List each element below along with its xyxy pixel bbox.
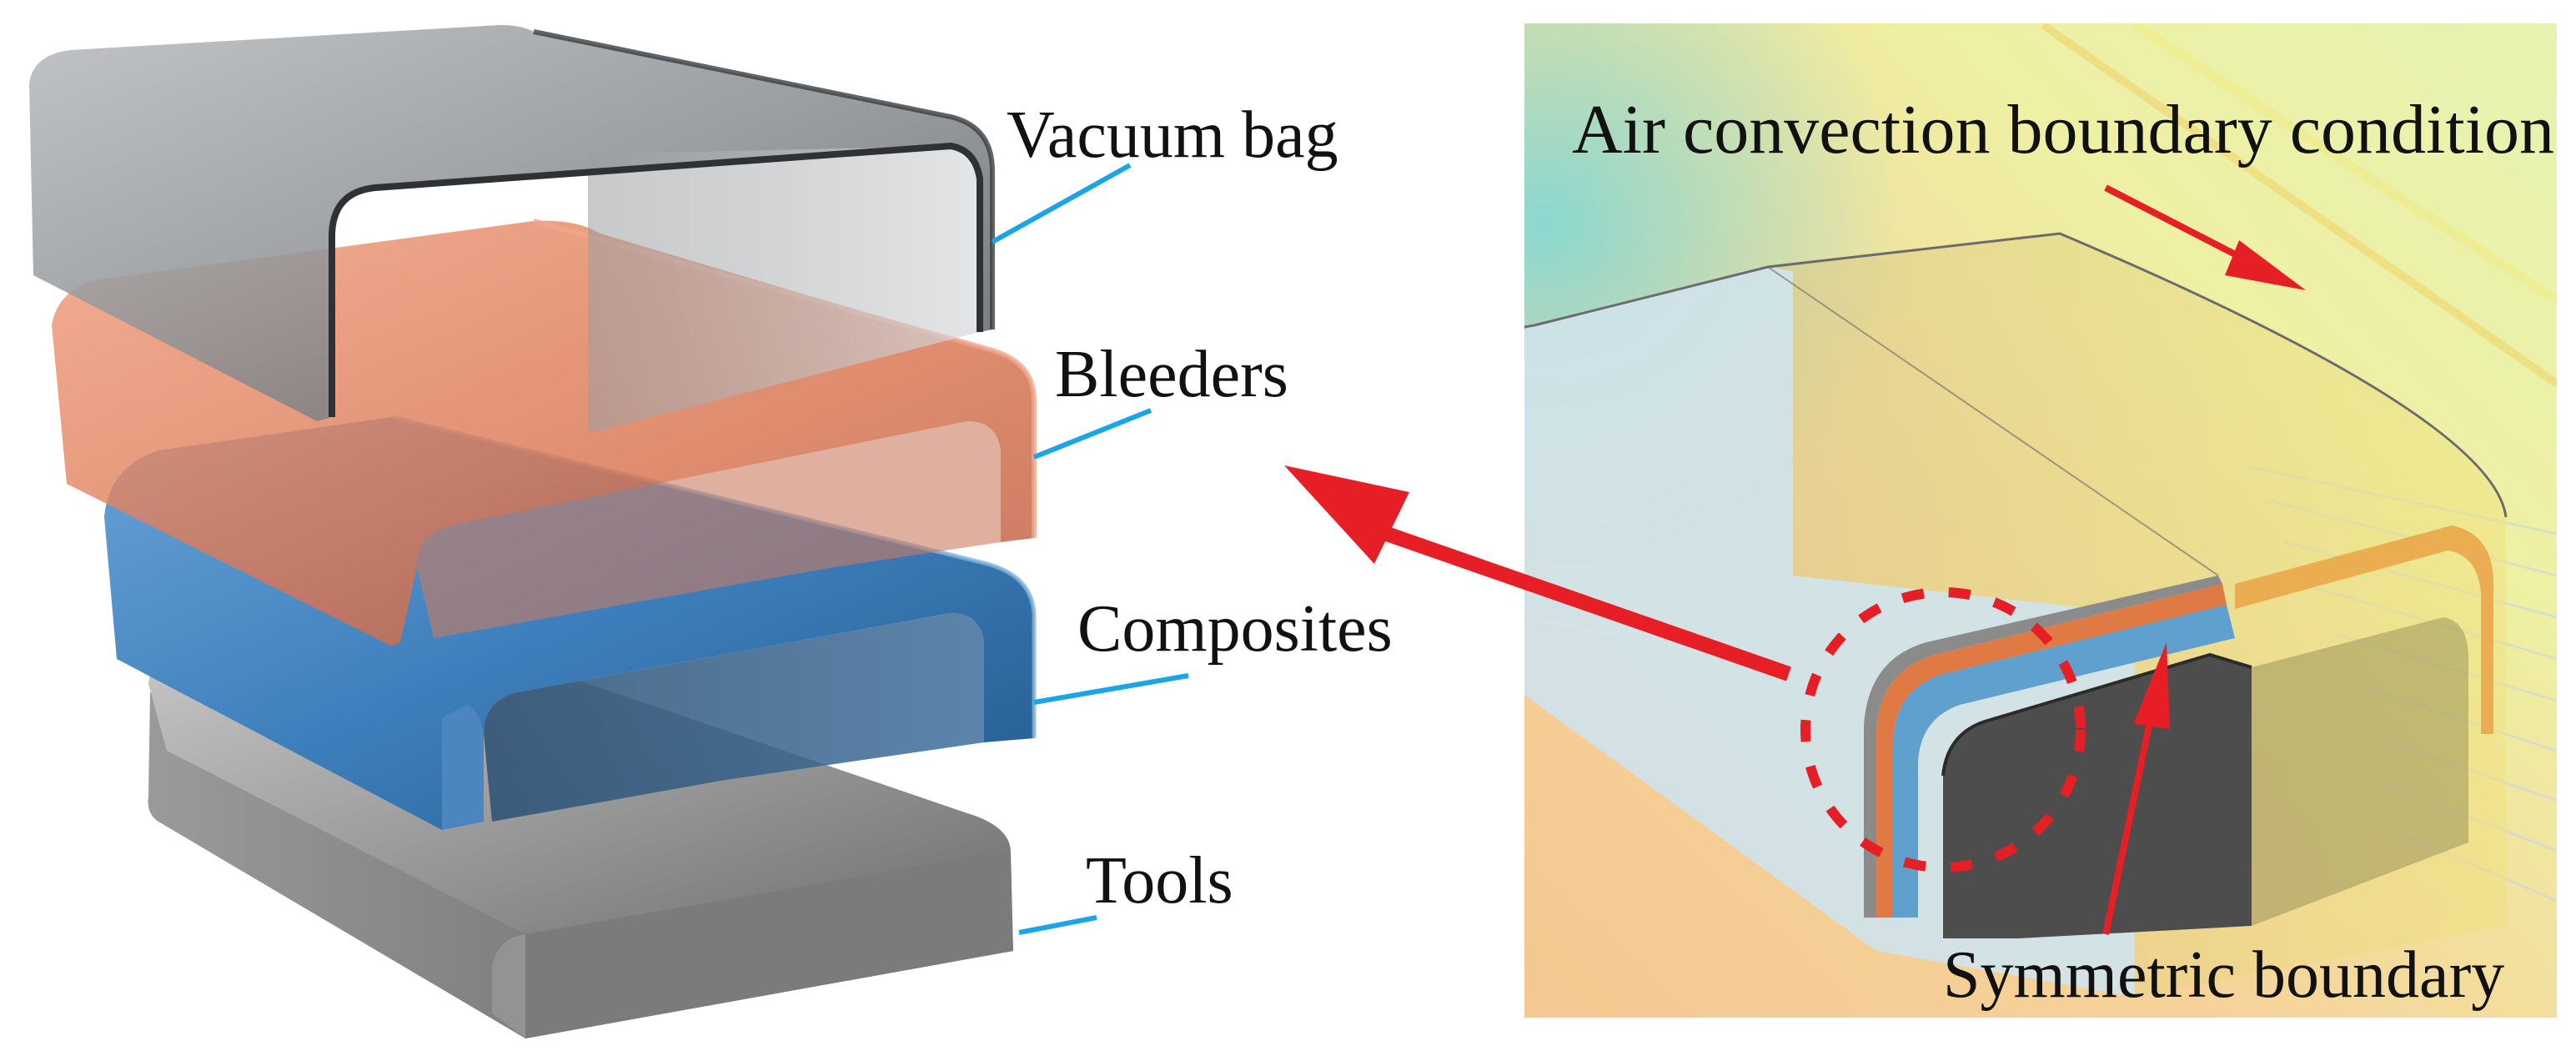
air-convection-label: Air convection boundary condition xyxy=(1572,91,2554,168)
vacuum-bag-leader xyxy=(991,163,1132,244)
region-highlight-circle xyxy=(1800,587,2086,872)
symmetric-boundary-label: Symmetric boundary xyxy=(1943,938,2504,1012)
tools-leader xyxy=(1018,915,1097,935)
bleeders-leader xyxy=(1032,408,1152,460)
vacuum-bag-label: Vacuum bag xyxy=(1007,98,1338,172)
zoom-arrow xyxy=(1284,465,1791,681)
leader-lines xyxy=(991,163,1189,935)
tools-label: Tools xyxy=(1086,844,1233,918)
vacuum-bag-layer xyxy=(29,25,995,434)
layer-cross-section xyxy=(1864,525,2493,938)
air-convection-arrow xyxy=(2104,184,2306,290)
exploded-layers: Vacuum bag Bleeders Composites Tools xyxy=(29,25,1393,1038)
simulation-view: Air convection boundary condition Symmet… xyxy=(1284,23,2557,1018)
composites-leader xyxy=(1033,673,1189,705)
symmetric-boundary-arrow xyxy=(2102,642,2170,935)
composites-label: Composites xyxy=(1077,592,1393,666)
bleeders-label: Bleeders xyxy=(1055,338,1288,411)
